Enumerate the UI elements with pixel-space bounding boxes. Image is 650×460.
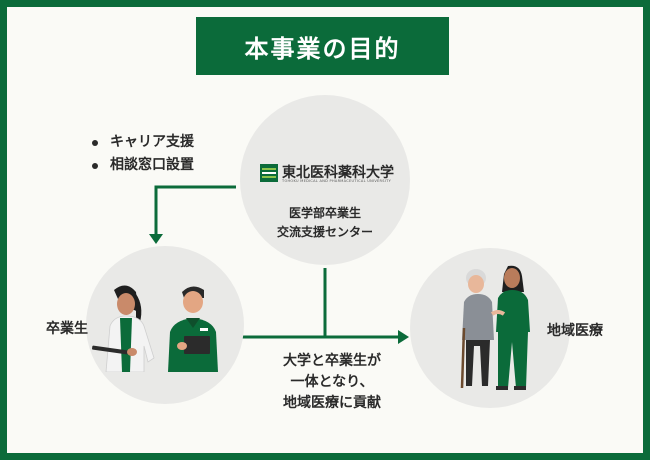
list-item: 相談窓口設置 <box>92 154 194 177</box>
caregiver-and-elderly-illustration <box>460 265 530 390</box>
bullet-dot-icon <box>92 162 98 169</box>
center-label: 医学部卒業生 交流支援センター <box>276 206 373 239</box>
graduates-label: 卒業生 <box>46 321 88 337</box>
community-medicine-label: 地域医療 <box>547 323 603 339</box>
arrow-to-graduates <box>154 185 236 236</box>
female-doctor-illustration <box>92 285 155 372</box>
list-item: キャリア支援 <box>92 131 194 154</box>
arrowhead-right-icon <box>398 330 409 344</box>
male-doctor-illustration <box>168 286 218 372</box>
university-name: 東北医科薬科大学 <box>282 165 394 181</box>
page-title: 本事業の目的 <box>196 17 449 75</box>
university-logo: 東北医科薬科大学 TOHOKU MEDICAL AND PHARMACEUTIC… <box>260 160 400 190</box>
contribution-text: 大学と卒業生が 一体となり、 地域医療に貢献 <box>283 353 381 411</box>
university-name-english: TOHOKU MEDICAL AND PHARMACEUTICAL UNIVER… <box>282 179 392 183</box>
arrowhead-down-icon <box>149 234 163 244</box>
bullet-dot-icon <box>92 139 98 146</box>
support-list: キャリア支援 相談窓口設置 <box>92 131 194 177</box>
university-emblem-icon <box>260 164 278 182</box>
